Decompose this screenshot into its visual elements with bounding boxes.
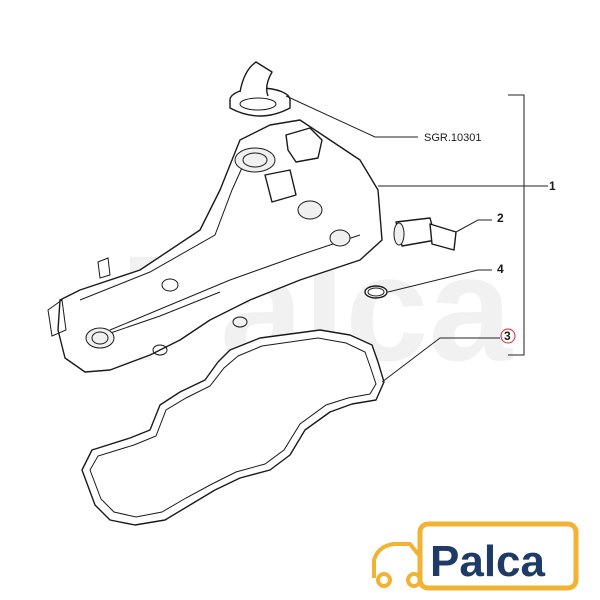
brand-logo: Palca	[372, 521, 579, 591]
pressure-sensor	[393, 217, 457, 251]
valve-cover	[47, 119, 383, 373]
o-ring	[364, 285, 388, 299]
reference-code: SGR.10301	[424, 132, 481, 144]
callout-1: 1	[549, 179, 556, 193]
callout-3-highlight-circle	[500, 328, 516, 344]
oil-filler-cap	[229, 61, 291, 117]
leader-lines	[285, 94, 548, 383]
brand-name: Palca	[430, 537, 546, 586]
valve-cover-gasket	[81, 329, 385, 526]
callout-2: 2	[497, 211, 504, 225]
callout-3: 3	[504, 329, 511, 343]
logo-frame	[417, 521, 579, 591]
car-icon	[372, 542, 428, 588]
callout-4: 4	[497, 262, 504, 276]
